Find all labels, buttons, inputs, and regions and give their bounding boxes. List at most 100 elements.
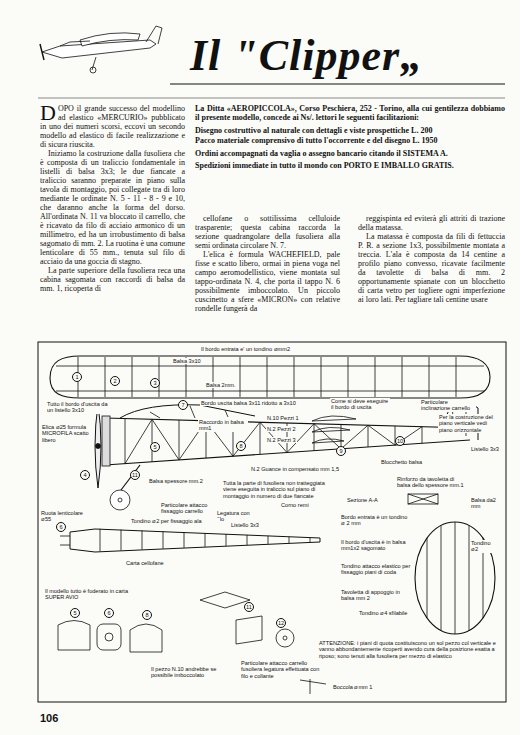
callout-number: 11 xyxy=(130,470,140,480)
wing-rib xyxy=(348,357,349,397)
wing-rib xyxy=(294,357,295,397)
article-paragraph: reggispinta ed eviterà gli attriti di tr… xyxy=(358,214,505,232)
callout-number: 8 xyxy=(142,610,152,620)
fuselage-crosspiece xyxy=(142,530,143,549)
wing-rib xyxy=(132,357,133,397)
drawing-note: Corno remi xyxy=(280,502,310,508)
callout-number: 5 xyxy=(150,442,160,452)
callout-number: 2 xyxy=(110,376,120,386)
fuselage-diagonal xyxy=(368,425,395,445)
section-detail xyxy=(408,494,438,504)
drawing-note: Listello 3x3 xyxy=(230,522,260,528)
drawing-note: Balsa 3x10 xyxy=(172,358,202,364)
drawing-note: Tutta la parte di fusoliera non trattegg… xyxy=(222,480,340,499)
drawing-note: Tondino ⌀2 per fissaggio ala xyxy=(130,518,220,524)
fuselage-diagonal xyxy=(125,419,152,463)
fuselage-upright xyxy=(368,425,369,447)
offer-text: Pacco materiale comprensivo di tutto l'o… xyxy=(195,136,505,145)
callout-number: 7 xyxy=(178,400,188,410)
drawing-note: Raccordo in balsa mm1 xyxy=(198,419,248,432)
fuselage-diagonal xyxy=(152,419,179,460)
rib-sections xyxy=(312,416,356,443)
propeller xyxy=(95,404,101,488)
fuselage-upright xyxy=(179,420,180,460)
callout-number: 6 xyxy=(56,522,66,532)
drawing-note: Rinforzo da tavoletta di balsa dello spe… xyxy=(396,476,468,489)
fuselage-crosspiece xyxy=(205,533,206,547)
fuselage-upright xyxy=(152,419,153,461)
callout-number: 9 xyxy=(336,446,346,456)
drawing-note: Particolare inclinazione carrello xyxy=(420,399,476,412)
fuselage-crosspiece xyxy=(100,529,101,552)
callout-number: 11 xyxy=(244,602,254,612)
drawing-note: Balsa da2 mm xyxy=(470,497,502,510)
drawing-note: Ruota lenticolare ⌀55 xyxy=(40,510,94,523)
drawing-note: N.2 Pezzi 2 xyxy=(266,426,297,432)
drawing-note: Carta cellofane xyxy=(125,560,165,566)
article-paragraph: Iniziamo la costruzione dalla fusoliera … xyxy=(40,149,185,266)
callout-number: 4 xyxy=(80,470,90,480)
drawing-frame xyxy=(38,342,506,702)
article-paragraph: La parte superiore della fusoliera reca … xyxy=(40,266,185,293)
fuselage-crosspiece xyxy=(184,532,185,547)
drawing-note: Bordo entrata è un tondino ⌀ 2 mm xyxy=(340,514,410,527)
wing-plan-view xyxy=(50,356,490,398)
fuselage-upright xyxy=(422,427,423,444)
drawing-note: Tondino ⌀2 xyxy=(470,540,500,553)
callout-number: 5 xyxy=(70,608,80,618)
fuselage-diagonal xyxy=(395,427,422,445)
drawing-note: Elica ⌀25 formula MICROFILA scatto liber… xyxy=(41,424,91,443)
drawing-note: Come si deve eseguire il bordo di uscita xyxy=(330,398,390,411)
drawing-note: Tondino ⌀4 sfilabile xyxy=(358,610,408,616)
wing-rib xyxy=(321,357,322,397)
drawing-note: Il bordo entrata e' un tondino ⌀mm2 xyxy=(200,346,291,352)
fuselage-crosspiece xyxy=(247,535,248,545)
fuselage-top-view xyxy=(60,529,320,552)
page-number: 106 xyxy=(40,712,58,724)
drawing-note: Particolare attacco fissaggio carrello xyxy=(160,502,212,515)
offer-text: Disegno costruttivo al naturale con dett… xyxy=(195,126,505,135)
callout-number: 3 xyxy=(150,378,160,388)
fuselage-crosspiece xyxy=(268,536,269,544)
fuselage-side-view xyxy=(102,400,478,466)
wing-rib xyxy=(402,357,403,397)
header-rule xyxy=(38,84,505,98)
wing-rib xyxy=(375,357,376,397)
fuselage-upright xyxy=(260,422,261,454)
callout-number: 6 xyxy=(104,608,114,618)
drawing-note: Il modello tutto è foderato in carta SUP… xyxy=(44,588,136,601)
drawing-note: Blocchetto balsa xyxy=(380,459,423,465)
drawing-note: Bordo uscita balsa 3x11 ridotto a 3x10 xyxy=(200,400,297,406)
tail-rib xyxy=(441,526,442,631)
article-paragraph: L'elica è formula WACHEFIELD, pale fisse… xyxy=(195,250,340,313)
drawing-note: Balsa spessore mm.2 xyxy=(148,478,204,484)
drawing-note: Tondino attacco elastico per fissaggio p… xyxy=(340,563,412,576)
offer-text: Spedizioni immediate in tutto il mondo c… xyxy=(195,161,505,170)
wing-rib xyxy=(267,357,268,397)
drawing-note: N.2 Pezzi 3 xyxy=(266,437,297,443)
drawing-note: Sezione A-A xyxy=(346,497,379,503)
drawing-note: Per la costruzione del piano verticale v… xyxy=(438,414,502,433)
landing-gear xyxy=(110,465,140,510)
fuselage-upright xyxy=(314,424,315,451)
fuselage-crosspiece xyxy=(226,534,227,546)
article-paragraph: cellofane o sottilissima celluloide tras… xyxy=(195,214,340,250)
article-paragraph: DOPO il grande successo del modellino ad… xyxy=(40,104,185,149)
drawing-note: N.10 Pezzi 1 xyxy=(266,415,300,421)
wing-rib xyxy=(429,357,430,397)
fuselage-crosspiece xyxy=(289,537,290,544)
drawing-note: Tutto il bordo d'uscita da un listello 3… xyxy=(46,401,110,414)
fuselage-crosspiece xyxy=(121,530,122,551)
callout-number: 1 xyxy=(72,372,82,382)
drawing-note: Il pezzo N.10 andrebbe se possibile imbo… xyxy=(150,666,232,679)
wing-rib xyxy=(105,357,106,397)
offer-text: Ordini accompagnati da vaglia o assegno … xyxy=(195,149,505,158)
drawing-note: ATTENZIONE: i piani di quota costituisco… xyxy=(318,640,502,659)
drawing-note: Listello 3x3 xyxy=(470,446,504,452)
callout-number: 8 xyxy=(236,441,246,451)
header-plane-sketch xyxy=(40,26,162,73)
drawing-note: N.2 Guance in compensato mm 1,5 xyxy=(250,466,340,472)
fuselage-upright xyxy=(125,419,126,464)
article-title: Il "Clipper„ xyxy=(190,34,423,78)
